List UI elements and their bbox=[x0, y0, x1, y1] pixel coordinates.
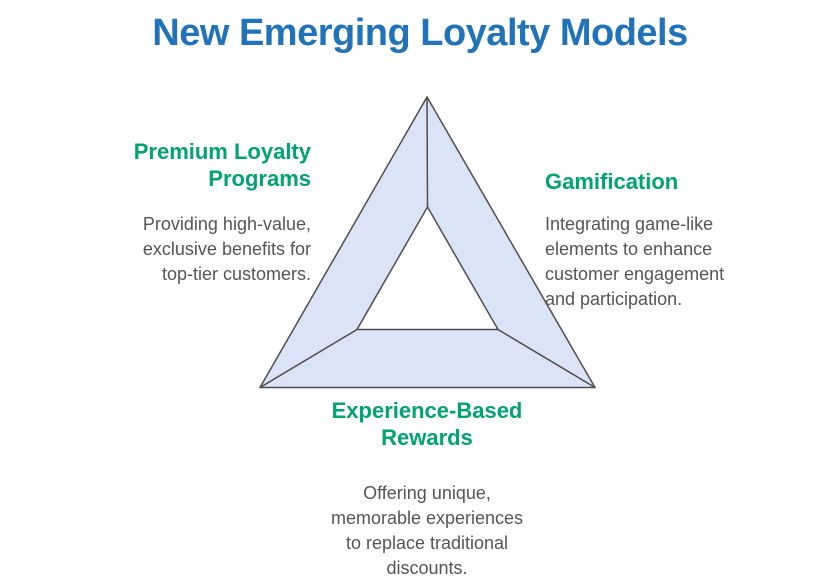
section-experience-based-rewards: Experience-Based Rewards Offering unique… bbox=[277, 397, 577, 581]
connector-top-line bbox=[426, 96, 429, 208]
section-premium-loyalty-programs: Premium Loyalty Programs Providing high-… bbox=[71, 138, 311, 287]
connector-right-line bbox=[497, 328, 596, 389]
section-heading-premium: Premium Loyalty Programs bbox=[133, 139, 311, 191]
triangle-ring-shape bbox=[258, 95, 597, 389]
section-heading-gamification: Gamification bbox=[545, 169, 679, 194]
connector-left-line bbox=[259, 328, 358, 389]
section-description-premium: Providing high-value, exclusive benefits… bbox=[142, 214, 311, 284]
section-description-experience: Offering unique, memorable experiences t… bbox=[330, 483, 524, 578]
page-title: New Emerging Loyalty Models bbox=[152, 12, 688, 54]
section-gamification: Gamification Integrating game-like eleme… bbox=[545, 168, 785, 312]
section-description-gamification: Integrating game-like elements to enhanc… bbox=[545, 214, 725, 309]
section-heading-experience: Experience-Based Rewards bbox=[331, 398, 523, 450]
